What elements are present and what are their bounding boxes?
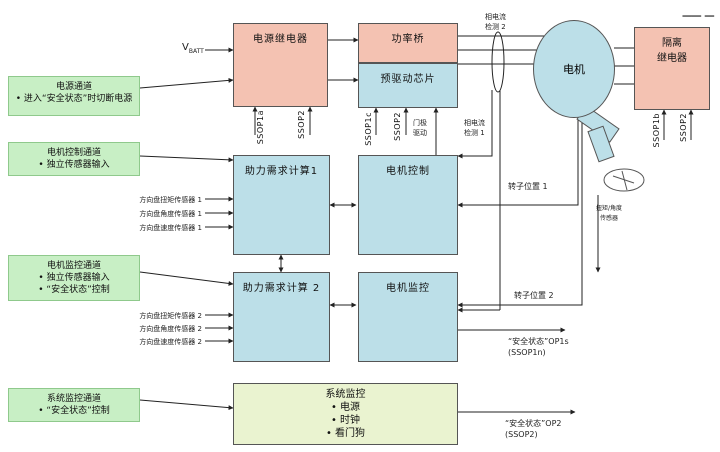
- motor-control-block: 电机控制: [358, 155, 458, 255]
- power-bridge-block: 功率桥: [358, 23, 458, 63]
- phase-current-line: 检测 2: [485, 23, 506, 31]
- rotor-position-2-label: 转子位置 2: [514, 291, 554, 300]
- torque-sensor-line: 传感器: [600, 215, 619, 222]
- gate-drive-label: 门极 驱动: [413, 118, 427, 138]
- ssop2-label: SSOP2: [679, 113, 688, 142]
- steering-wheel-icon: [576, 105, 645, 192]
- power-relay-block: 电源继电器: [233, 23, 328, 107]
- gate-drive-line: 门极: [413, 119, 427, 127]
- ssop1b-label: SSOP1b: [652, 113, 661, 148]
- safe-state-op2-label: “安全状态”OP2 (SSOP2): [505, 418, 562, 440]
- block-title: 电源继电器: [253, 34, 308, 45]
- system-monitor-block: 系统监控 • 电源 • 时钟 • 看门狗: [233, 383, 458, 445]
- safe-state-line: “安全状态”OP2: [505, 419, 562, 428]
- block-title: 系统监控: [325, 389, 366, 400]
- callout-title: 电机控制通道: [46, 148, 101, 158]
- callout-power-channel: 电源通道 • 进入“安全状态”时切断电源: [8, 76, 140, 116]
- system-monitor-item: • 看门狗: [325, 428, 366, 439]
- callout-title: 电机监控通道: [46, 261, 101, 271]
- callout-bullet: • 进入“安全状态”时切断电源: [15, 94, 133, 104]
- block-title: 继电器: [657, 53, 687, 64]
- callout-system-monitor-channel: 系统监控通道 • “安全状态”控制: [8, 388, 140, 422]
- sensor-input-label: 方向盘扭矩传感器 1: [139, 196, 202, 204]
- ssop1c-label: SSOP1c: [364, 112, 373, 146]
- torque-sensor-line: 扭矩/角度: [596, 205, 623, 212]
- block-title: 功率桥: [391, 34, 425, 45]
- block-title: 电机: [563, 63, 585, 76]
- callout-motor-control-channel: 电机控制通道 • 独立传感器输入: [8, 142, 140, 176]
- assist-calc-1-block: 助力需求计算1: [233, 155, 330, 255]
- block-title: 隔离: [662, 38, 682, 49]
- block-title: 电机控制: [386, 166, 430, 177]
- safe-state-line: (SSOP2): [505, 430, 538, 439]
- callout-bullet: • “安全状态”控制: [38, 285, 110, 295]
- torque-sensor-label: 扭矩/角度 传感器: [596, 204, 622, 224]
- sensor-input-label: 方向盘速度传感器 2: [139, 338, 202, 346]
- sensor-input-label: 方向盘角度传感器 1: [139, 210, 202, 218]
- sensor-input-label: 方向盘角度传感器 2: [139, 325, 202, 333]
- ssop2-label: SSOP2: [393, 112, 402, 141]
- phase-current-1-label: 相电流 检测 1: [464, 118, 485, 138]
- vbatt-symbol: V: [182, 42, 189, 53]
- callout-bullet: • “安全状态”控制: [38, 406, 110, 416]
- block-title: 预驱动芯片: [380, 74, 436, 85]
- ssop2-label: SSOP2: [297, 110, 306, 139]
- block-title: 助力需求计算 2: [242, 283, 321, 294]
- motor-block: 电机: [533, 20, 615, 118]
- vbatt-subscript: BATT: [188, 48, 204, 55]
- safe-state-line: (SSOP1n): [508, 348, 546, 357]
- phase-current-line: 检测 1: [464, 129, 485, 137]
- isolation-relay-block: 隔离 继电器: [634, 27, 710, 110]
- phase-current-2-label: 相电流 检测 2: [485, 12, 506, 32]
- sensor-input-label: 方向盘扭矩传感器 2: [139, 312, 202, 320]
- system-monitor-item: • 时钟: [330, 415, 361, 426]
- assist-calc-2-block: 助力需求计算 2: [233, 272, 330, 362]
- callout-title: 系统监控通道: [46, 394, 101, 404]
- logo-mark: ▁▁ ▁: [682, 3, 715, 17]
- gate-drive-line: 驱动: [413, 129, 427, 137]
- block-title: 助力需求计算1: [244, 166, 319, 177]
- ssop1a-label: SSOP1a: [256, 110, 265, 145]
- predriver-block: 预驱动芯片: [358, 63, 458, 108]
- system-monitor-item: • 电源: [330, 402, 361, 413]
- phase-current-line: 相电流: [485, 13, 506, 21]
- safe-state-op1-label: “安全状态”OP1s (SSOP1n): [508, 336, 569, 358]
- safe-state-line: “安全状态”OP1s: [508, 337, 569, 346]
- callout-bullet: • 独立传感器输入: [38, 160, 110, 170]
- callout-motor-monitor-channel: 电机监控通道 • 独立传感器输入 • “安全状态”控制: [8, 255, 140, 301]
- phase-current-line: 相电流: [464, 119, 485, 127]
- callout-title: 电源通道: [55, 82, 92, 92]
- callout-bullet: • 独立传感器输入: [38, 273, 110, 283]
- sensor-input-label: 方向盘速度传感器 1: [139, 224, 202, 232]
- motor-monitor-block: 电机监控: [358, 272, 458, 362]
- block-title: 电机监控: [386, 283, 430, 294]
- rotor-position-1-label: 转子位置 1: [508, 182, 548, 191]
- vbatt-label: VBATT: [182, 42, 204, 55]
